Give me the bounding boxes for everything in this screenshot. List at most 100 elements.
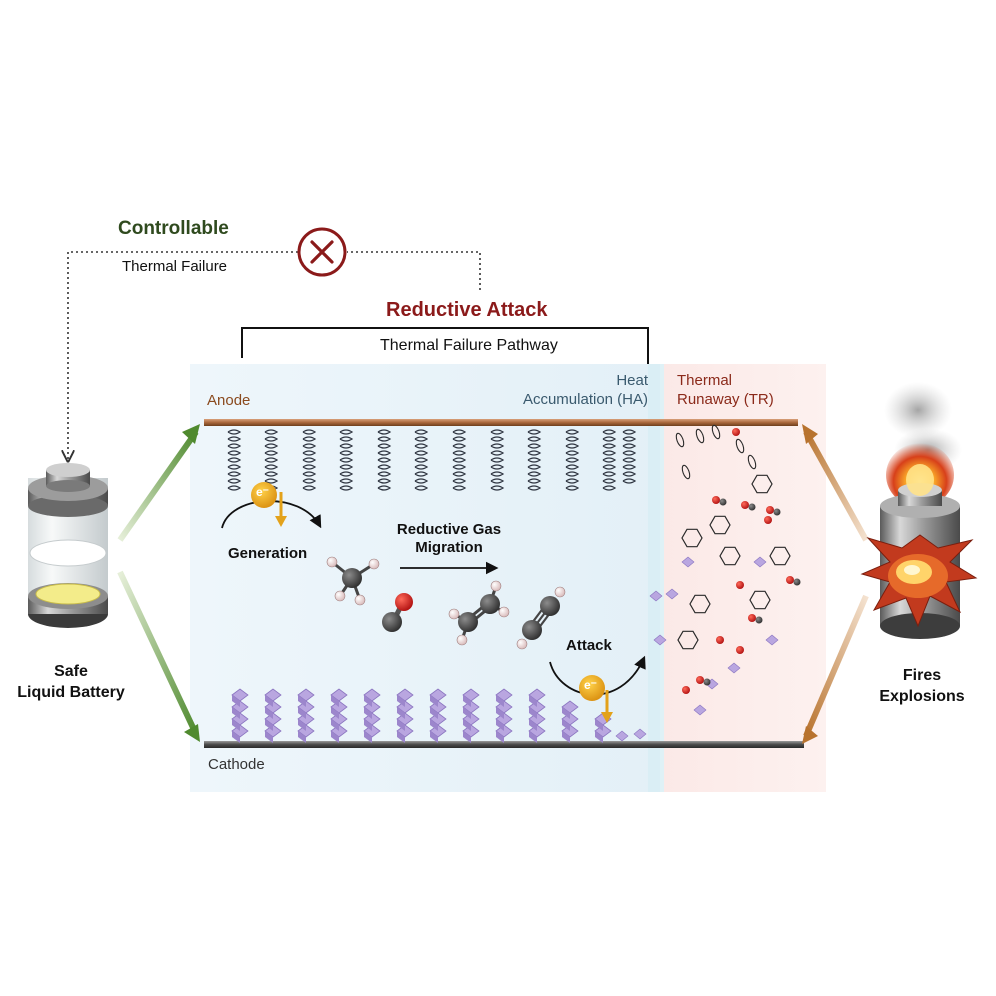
small-molecule xyxy=(748,614,763,624)
fires-line1: Fires xyxy=(902,667,942,684)
graphite-layer xyxy=(377,429,392,491)
crystal-stack xyxy=(297,688,315,743)
graphite-layer xyxy=(565,429,580,491)
crystal-stack xyxy=(429,688,447,743)
graphite-layer xyxy=(622,429,637,484)
small-molecule xyxy=(712,496,727,506)
pathway-label: Thermal Failure Pathway xyxy=(380,337,558,354)
electron-attack-text: e⁻ xyxy=(584,678,598,692)
loose-crystal xyxy=(753,556,767,568)
hexagon-fragment xyxy=(677,630,699,650)
graphite-fragment xyxy=(735,438,745,454)
fires-line2: Explosions xyxy=(879,687,965,705)
crystal-stack xyxy=(462,688,480,743)
left-arrows xyxy=(117,424,200,742)
small-molecule xyxy=(786,576,801,586)
acetylene-molecule xyxy=(516,586,566,650)
crystal-stack xyxy=(264,688,282,743)
small-molecule xyxy=(736,581,744,589)
graphite-fragment xyxy=(695,428,705,444)
right-arrows xyxy=(802,424,869,744)
graphite-layer xyxy=(452,429,467,491)
graphite-layer xyxy=(302,429,317,491)
safe-battery-label: Safe Liquid Battery xyxy=(8,662,134,704)
migration-label: Reductive Gas Migration xyxy=(384,521,514,557)
loose-crystal xyxy=(665,588,679,600)
safe-line1: Safe xyxy=(54,663,88,680)
heat-accumulation-zone xyxy=(648,364,664,792)
heat-line2: Accumulation (HA) xyxy=(522,390,648,408)
runaway-debris xyxy=(675,424,801,694)
safe-line2: Liquid Battery xyxy=(17,683,125,701)
graphite-layer xyxy=(490,429,505,491)
hexagon-fragment xyxy=(709,515,731,535)
hexagon-fragment xyxy=(769,546,791,566)
runaway-line1: Thermal xyxy=(677,372,733,389)
crystal-stack xyxy=(363,688,381,743)
loose-crystal xyxy=(615,730,629,742)
heat-line1: Heat xyxy=(616,372,648,389)
controllable-label: Controllable xyxy=(118,218,229,239)
loose-crystal xyxy=(649,590,663,602)
migration-line2: Migration xyxy=(415,539,483,556)
loose-crystal xyxy=(633,728,647,740)
hexagon-fragment xyxy=(751,474,773,494)
anode-graphite-layers xyxy=(227,429,637,491)
runaway-line2: Runaway (TR) xyxy=(677,390,774,408)
hexagon-fragment xyxy=(689,594,711,614)
generation-label: Generation xyxy=(228,545,308,562)
cross-circle-icon xyxy=(297,227,347,277)
carbon-monoxide-molecule xyxy=(382,593,413,632)
attack-label: Attack xyxy=(566,637,612,654)
small-molecule xyxy=(696,676,711,686)
small-molecule xyxy=(732,428,740,436)
small-molecule xyxy=(741,501,756,511)
cathode-label: Cathode xyxy=(208,756,265,773)
cathode-crystal-stacks xyxy=(231,556,779,743)
controllable-feedback-line xyxy=(68,251,481,460)
anode-label: Anode xyxy=(207,392,251,409)
loose-crystal xyxy=(765,634,779,646)
crystal-stack xyxy=(594,712,612,743)
crystal-stack xyxy=(231,688,249,743)
thermal-runaway-zone xyxy=(664,364,826,792)
graphite-fragment xyxy=(711,424,721,440)
ethylene-molecule xyxy=(448,580,510,646)
graphite-layer xyxy=(227,429,242,491)
loose-crystal xyxy=(681,556,695,568)
small-molecule xyxy=(716,636,724,644)
explosion-burst xyxy=(860,534,978,628)
hexagon-fragment xyxy=(719,546,741,566)
pathway-bracket xyxy=(241,327,649,364)
thermal-runaway-label: Thermal Runaway (TR) xyxy=(677,372,774,410)
gas-molecules xyxy=(326,556,566,650)
crystal-stack xyxy=(495,688,513,743)
electron-generation-text: e⁻ xyxy=(256,485,270,499)
burning-battery-icon xyxy=(860,382,978,639)
hexagon-fragment xyxy=(749,590,771,610)
graphite-layer xyxy=(414,429,429,491)
cathode-electrode xyxy=(204,741,804,748)
small-molecule xyxy=(764,516,772,524)
battery-icon xyxy=(28,463,108,628)
hexagon-fragment xyxy=(681,528,703,548)
loose-crystal xyxy=(653,634,667,646)
thermal-failure-label: Thermal Failure xyxy=(122,258,228,275)
heat-accumulation-label: Heat Accumulation (HA) xyxy=(504,372,648,410)
small-molecule xyxy=(766,506,781,516)
electron-generation xyxy=(251,482,287,527)
graphite-fragment xyxy=(681,464,691,480)
graphite-layer xyxy=(527,429,542,491)
methane-molecule xyxy=(326,556,380,606)
electron-attack xyxy=(579,675,613,723)
crystal-stack xyxy=(396,688,414,743)
loose-crystal xyxy=(727,662,741,674)
crystal-stack xyxy=(330,688,348,743)
crystal-stack xyxy=(561,700,579,743)
fires-explosions-label: Fires Explosions xyxy=(862,666,982,708)
small-molecule xyxy=(682,686,690,694)
graphite-fragment xyxy=(675,432,685,448)
graphite-fragment xyxy=(747,454,757,470)
small-molecule xyxy=(736,646,744,654)
